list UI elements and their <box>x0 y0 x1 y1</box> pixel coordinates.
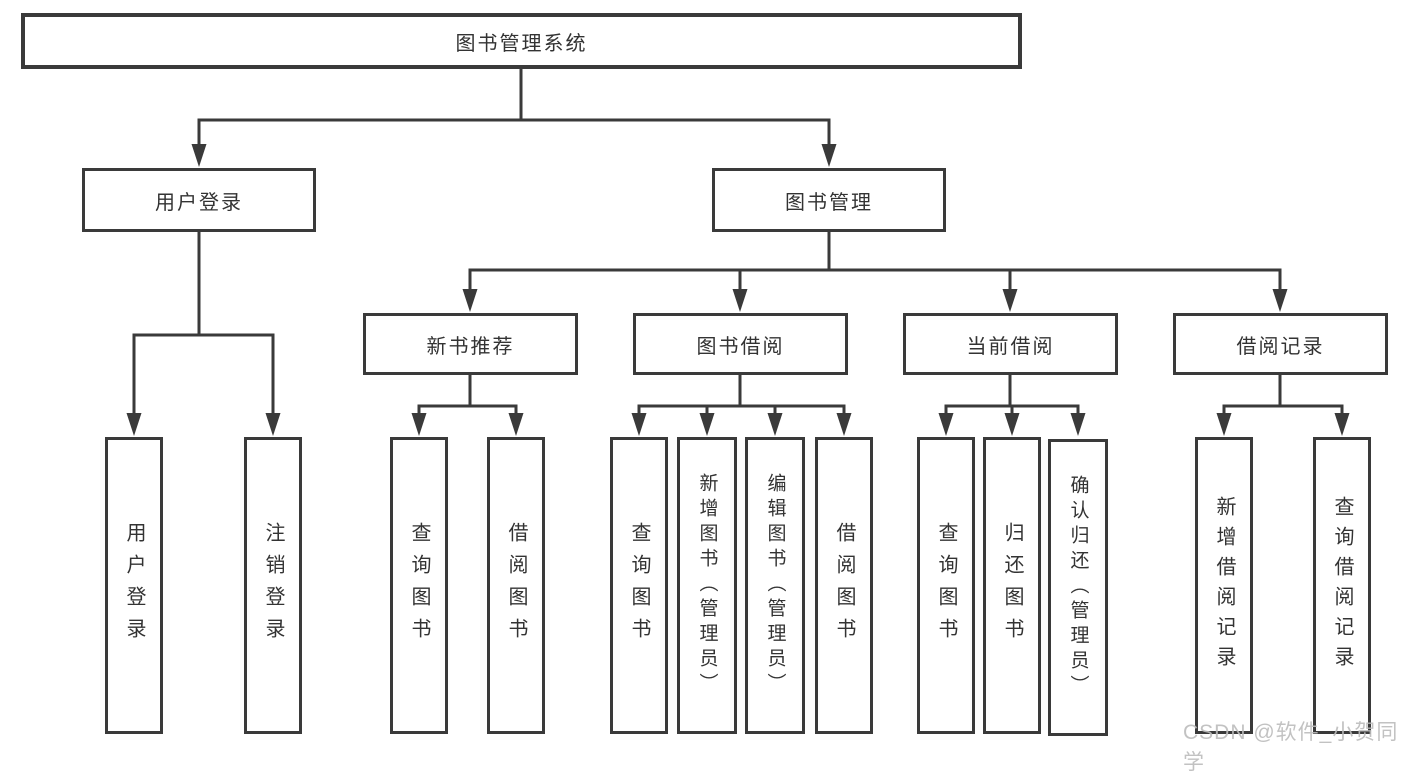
leaf-node-confirm-return-admin: 确认归还（管理员） <box>1048 439 1108 736</box>
org-chart-canvas: 图书管理系统 用户登录 图书管理 新书推荐 图书借阅 当前借阅 借阅记录 用户登… <box>21 13 1397 774</box>
leaf-node-edit-book-admin: 编辑图书（管理员） <box>745 437 805 734</box>
leaf-label: 新增借阅记录 <box>1213 495 1235 676</box>
leaf-label: 查询图书 <box>628 521 650 650</box>
leaf-node-borrow-books-1: 借阅图书 <box>487 437 545 734</box>
module-node-new-book-recommendation: 新书推荐 <box>363 313 578 375</box>
leaf-label: 用户登录 <box>123 521 145 650</box>
leaf-label: 借阅图书 <box>505 521 527 650</box>
leaf-node-add-book-admin: 新增图书（管理员） <box>677 437 737 734</box>
leaf-node-return-book: 归还图书 <box>983 437 1041 734</box>
leaf-node-query-books-3: 查询图书 <box>917 437 975 734</box>
leaf-label: 注销登录 <box>262 521 284 650</box>
leaf-label: 新增图书（管理员） <box>696 473 718 698</box>
leaf-node-query-books-2: 查询图书 <box>610 437 668 734</box>
branch-node-user-login: 用户登录 <box>82 168 316 232</box>
leaf-label: 编辑图书（管理员） <box>764 473 786 698</box>
module-node-current-borrowing: 当前借阅 <box>903 313 1118 375</box>
module-node-book-borrowing: 图书借阅 <box>633 313 848 375</box>
leaf-node-borrow-books-2: 借阅图书 <box>815 437 873 734</box>
leaf-node-logout: 注销登录 <box>244 437 302 734</box>
branch-node-book-management: 图书管理 <box>712 168 946 232</box>
leaf-label: 确认归还（管理员） <box>1067 475 1089 700</box>
root-node-library-system: 图书管理系统 <box>21 13 1022 69</box>
leaf-node-add-borrow-record: 新增借阅记录 <box>1195 437 1253 734</box>
leaf-node-query-borrow-record: 查询借阅记录 <box>1313 437 1371 734</box>
leaf-node-user-login: 用户登录 <box>105 437 163 734</box>
leaf-label: 查询借阅记录 <box>1331 495 1353 676</box>
module-node-borrowing-records: 借阅记录 <box>1173 313 1388 375</box>
csdn-watermark: CSDN @软件_小贺同学 <box>1183 721 1399 774</box>
leaf-label: 查询图书 <box>408 521 430 650</box>
leaf-node-query-books-1: 查询图书 <box>390 437 448 734</box>
leaf-label: 归还图书 <box>1001 521 1023 650</box>
leaf-label: 查询图书 <box>935 521 957 650</box>
leaf-label: 借阅图书 <box>833 521 855 650</box>
